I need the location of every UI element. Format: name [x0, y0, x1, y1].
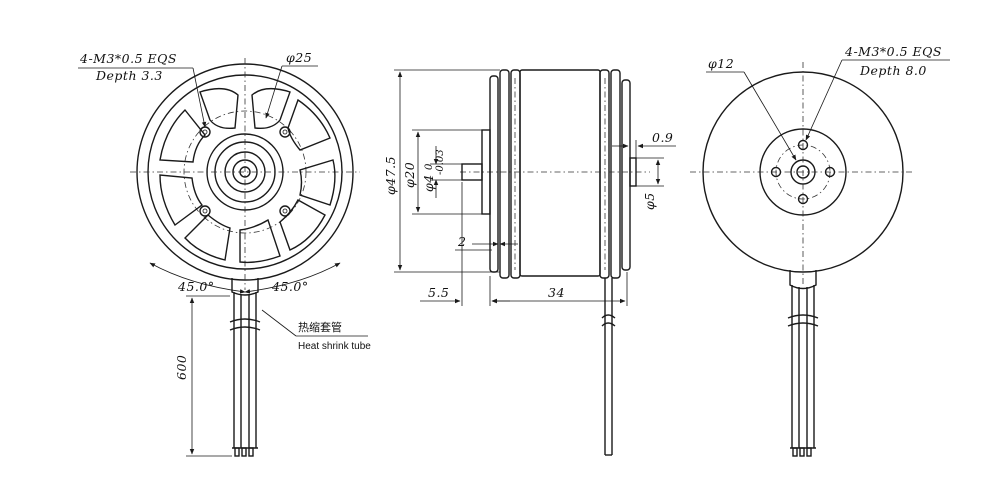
left-front-view: 4-M3*0.5 EQS Depth 3.3 φ25 45.0° 45.0°: [78, 50, 371, 457]
thread-depth-left: Depth 3.3: [95, 68, 163, 83]
bolt-circle-label: φ25: [286, 50, 312, 65]
shaft-diameter-label: φ4: [421, 174, 436, 192]
shaft-tol-lower: -0.03: [435, 149, 446, 175]
angle-left-label: 45.0°: [177, 279, 215, 294]
right-rear-view: φ12 4-M3*0.5 EQS Depth 8.0: [690, 44, 950, 457]
rear-offset-label: 0.9: [652, 130, 673, 145]
rear-mounting-holes: [770, 139, 836, 205]
lead-length-label: 600: [174, 355, 189, 380]
center-diameter-label: φ12: [708, 56, 734, 71]
side-view: φ47.5 φ20 φ4 0 -0.03 2 5.5 34 0.9: [383, 69, 676, 456]
rear-shaft-diameter-label: φ5: [642, 192, 657, 210]
body-length-label: 34: [548, 285, 565, 300]
thread-callout-right: 4-M3*0.5 EQS: [844, 44, 942, 59]
mounting-holes: [199, 126, 291, 217]
rear-lead-wires: [787, 285, 819, 457]
lead-wires: [229, 292, 261, 457]
outer-diameter-label: φ47.5: [383, 156, 398, 195]
thread-depth-right: Depth 8.0: [859, 63, 927, 78]
shaft-tol-upper: 0: [424, 163, 435, 170]
spoke-windows: [159, 87, 336, 264]
heat-shrink-en: Heat shrink tube: [298, 341, 371, 352]
step-height-label: 2: [457, 234, 466, 249]
shaft-length-label: 5.5: [428, 285, 449, 300]
hub-diameter-label: φ20: [402, 162, 417, 188]
thread-callout-left: 4-M3*0.5 EQS: [79, 51, 177, 66]
heat-shrink-cn: 热缩套管: [298, 320, 342, 334]
angle-right-label: 45.0°: [271, 279, 309, 294]
